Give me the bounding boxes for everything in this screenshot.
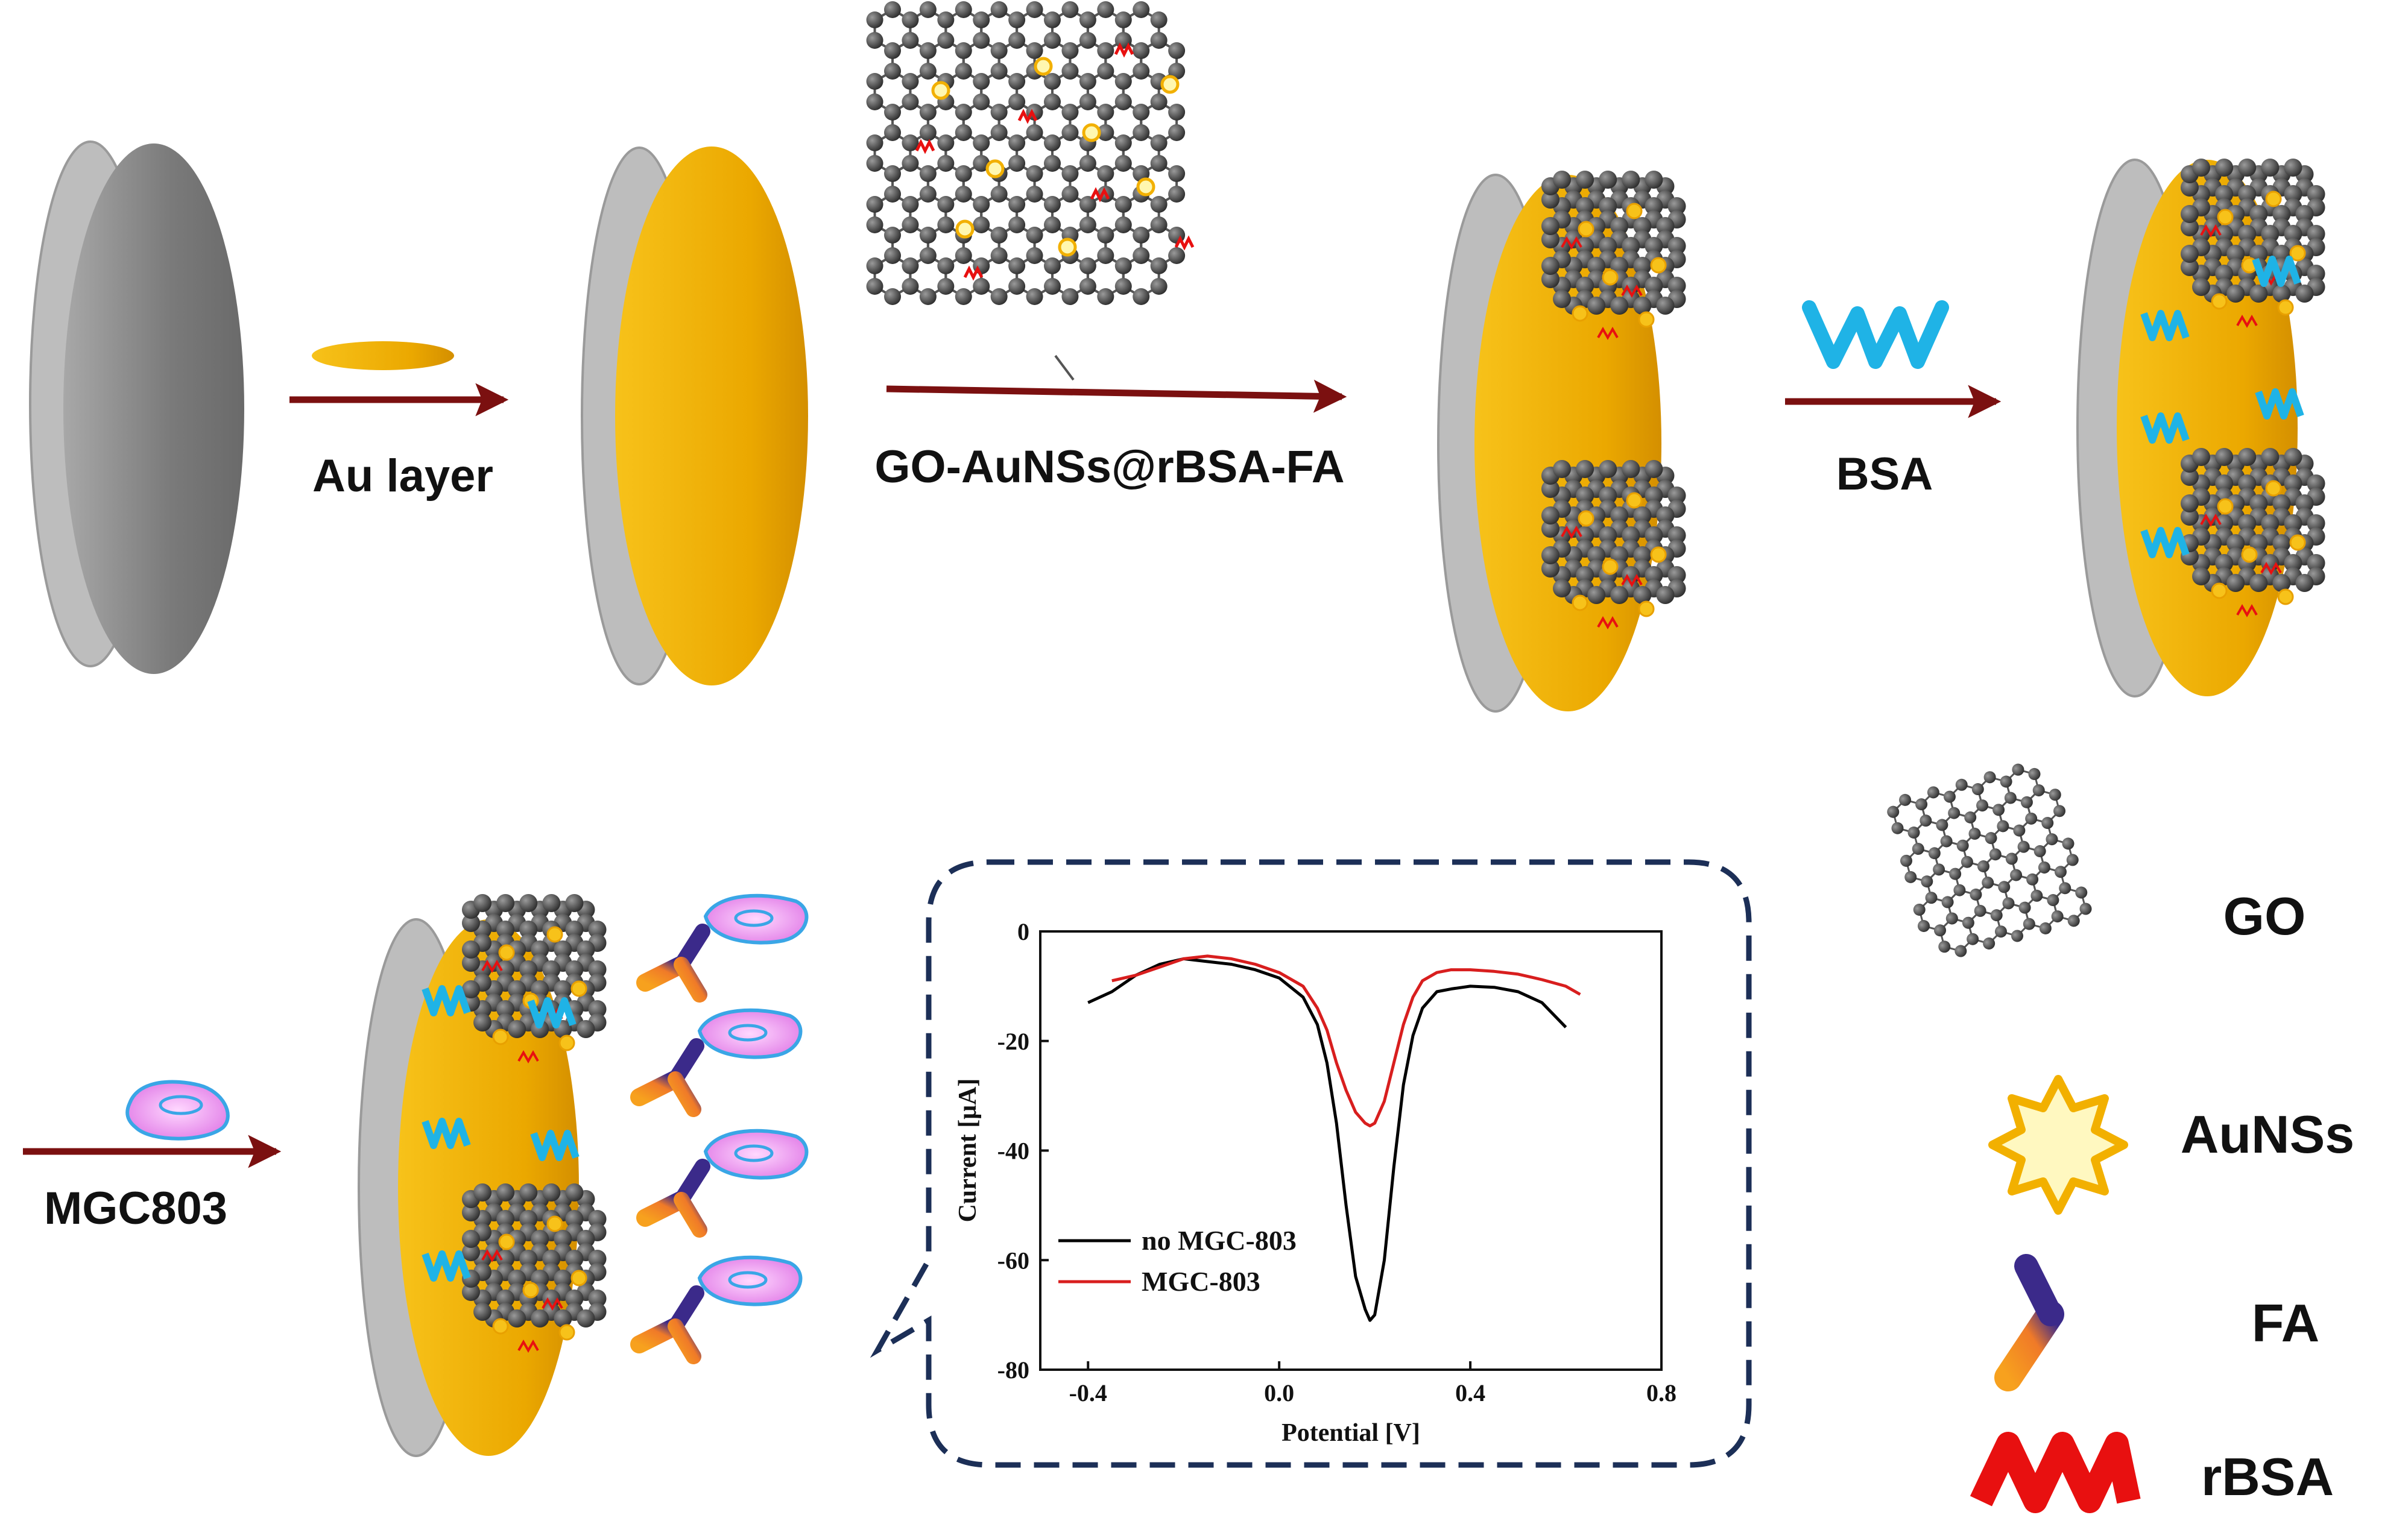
arrow-go-aunss bbox=[886, 379, 1347, 413]
legend-aunss-star-icon bbox=[1988, 1075, 2128, 1215]
legend-rbsa-label: rBSA bbox=[2201, 1447, 2334, 1507]
y-tick-label: -80 bbox=[997, 1356, 1029, 1384]
legend-fa-label: FA bbox=[2252, 1293, 2319, 1353]
bsa-blocked-electrode-icon bbox=[2076, 159, 2325, 698]
legend-go-label: GO bbox=[2223, 886, 2306, 946]
dpv-chart: -0.4 0.0 0.4 0.8 0 -20 -40 -60 -80 Potential [V]… bbox=[954, 918, 1676, 1447]
go-aunss-rbsa-fa-sheet-icon bbox=[866, 1, 1195, 381]
label-au-layer: Au layer bbox=[312, 450, 493, 502]
legend-series-0: no MGC-803 bbox=[1142, 1225, 1297, 1256]
bsa-squiggle-icon bbox=[1802, 300, 1949, 369]
y-tick-label: -20 bbox=[997, 1028, 1029, 1055]
chart-y-label: Current [μA] bbox=[954, 1079, 982, 1223]
x-tick-label: 0.0 bbox=[1264, 1379, 1294, 1406]
bare-electrode-icon bbox=[29, 140, 244, 674]
x-tick-label: -0.4 bbox=[1069, 1379, 1107, 1406]
chart-x-label: Potential [V] bbox=[1281, 1419, 1420, 1447]
legend-fa-icon bbox=[1994, 1254, 2120, 1391]
legend-go-icon bbox=[1887, 763, 2092, 957]
series-line-0 bbox=[1087, 957, 1567, 1322]
label-go-aunss: GO-AuNSs@rBSA-FA bbox=[874, 441, 1344, 493]
cell-icon-small bbox=[125, 1080, 230, 1141]
x-tick-label: 0.4 bbox=[1455, 1379, 1485, 1406]
label-mgc803: MGC803 bbox=[44, 1183, 227, 1234]
chart-callout-box bbox=[870, 859, 1752, 1468]
y-tick-label: 0 bbox=[1017, 918, 1029, 945]
y-tick-label: -60 bbox=[997, 1247, 1029, 1274]
y-tick-label: -40 bbox=[997, 1138, 1029, 1165]
label-bsa: BSA bbox=[1836, 449, 1933, 500]
legend-series-1: MGC-803 bbox=[1142, 1266, 1260, 1297]
chart-legend: no MGC-803 MGC-803 bbox=[1058, 1225, 1297, 1297]
legend-rbsa-icon bbox=[1970, 1432, 2141, 1513]
go-modified-electrode-icon bbox=[1437, 171, 1686, 713]
cell-captured-electrode-icon bbox=[358, 893, 809, 1457]
legend-aunss-label: AuNSs bbox=[2181, 1104, 2355, 1164]
au-disc-icon bbox=[312, 341, 454, 370]
series-line-1 bbox=[1111, 954, 1581, 1128]
gold-electrode-icon bbox=[581, 146, 808, 685]
x-tick-label: 0.8 bbox=[1646, 1379, 1676, 1406]
